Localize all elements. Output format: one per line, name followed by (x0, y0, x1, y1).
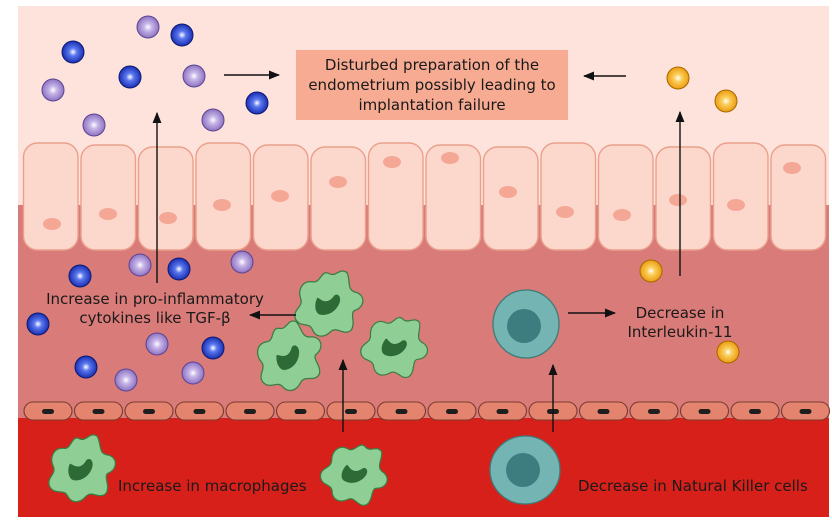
blue-cytokine-icon (68, 264, 92, 288)
epithelial-cell (137, 146, 194, 251)
endothelial-cell (73, 401, 124, 421)
interleukin-icon (666, 66, 690, 90)
cytokines-label-line-1: Increase in pro-inflammatory (46, 290, 264, 308)
blue-cytokine-icon (118, 65, 142, 89)
interleukin-label-line-2: Interleukin-11 (627, 323, 733, 341)
blue-cytokine-icon (201, 336, 225, 360)
epithelial-cell (655, 146, 712, 251)
epithelial-cell (310, 146, 367, 251)
nk-cells-label: Decrease in Natural Killer cells (578, 477, 808, 495)
outcome-line-3: implantation failure (358, 96, 506, 114)
epithelial-cell (482, 146, 539, 251)
endothelial-cell (225, 401, 275, 421)
interleukin-label: Decrease in Interleukin-11 (615, 304, 745, 342)
purple-cytokine-icon (230, 250, 254, 274)
blue-cytokine-icon (170, 23, 194, 47)
outcome-line-2: endometrium possibly leading to (308, 76, 556, 94)
purple-cytokine-icon (136, 15, 160, 39)
outcome-line-1: Disturbed preparation of the (324, 56, 540, 74)
interleukin-icon (714, 89, 738, 113)
epithelial-cell (80, 144, 137, 251)
endothelial-cell (326, 401, 376, 421)
epithelial-cell (712, 142, 769, 251)
cytokines-label-line-2: cytokines like TGF-β (79, 309, 231, 327)
endothelial-cell (578, 401, 629, 421)
endothelial-cell (730, 401, 780, 421)
purple-cytokine-icon (145, 332, 169, 356)
endothelial-cell (629, 401, 679, 421)
outcome-box: Disturbed preparation of the endometrium… (296, 50, 568, 120)
interleukin-label-line-1: Decrease in (635, 304, 725, 322)
blue-cytokine-icon (61, 40, 85, 64)
natural-killer-cell-icon (489, 435, 561, 505)
epithelial-layer (22, 142, 827, 251)
purple-cytokine-icon (182, 64, 206, 88)
epithelial-cell (195, 142, 252, 251)
endothelial-cell (780, 401, 831, 421)
purple-cytokine-icon (114, 368, 138, 392)
blue-cytokine-icon (74, 355, 98, 379)
endothelial-cell (679, 401, 730, 421)
interleukin-icon (639, 259, 663, 283)
blood-vessel-lumen (18, 418, 829, 517)
endothelial-cell (23, 401, 73, 421)
epithelial-cell (597, 144, 654, 251)
endothelial-layer (23, 401, 831, 421)
endothelial-cell (427, 401, 477, 421)
epithelial-cell (22, 142, 79, 251)
cytokines-label: Increase in pro-inflammatory cytokines l… (20, 290, 290, 328)
endothelial-cell (275, 401, 326, 421)
blue-cytokine-icon (245, 91, 269, 115)
interleukin-icon (716, 340, 740, 364)
blue-cytokine-icon (167, 257, 191, 281)
epithelial-cell (367, 142, 424, 251)
molecules (26, 15, 740, 392)
epithelial-cell (540, 142, 597, 251)
purple-cytokine-icon (181, 361, 205, 385)
endothelial-cell (124, 401, 174, 421)
macrophages-label: Increase in macrophages (118, 477, 307, 495)
arrows (152, 70, 685, 432)
purple-cytokine-icon (82, 113, 106, 137)
purple-cytokine-icon (128, 253, 152, 277)
epithelial-cell (770, 144, 827, 251)
endothelial-cell (376, 401, 427, 421)
epithelial-cell (425, 144, 482, 251)
endothelial-cell (174, 401, 225, 421)
epithelial-cell (252, 144, 309, 251)
endothelial-cell (477, 401, 528, 421)
purple-cytokine-icon (201, 108, 225, 132)
blue-cytokine-icon (26, 312, 50, 336)
purple-cytokine-icon (41, 78, 65, 102)
natural-killer-cell-icon (492, 289, 560, 359)
